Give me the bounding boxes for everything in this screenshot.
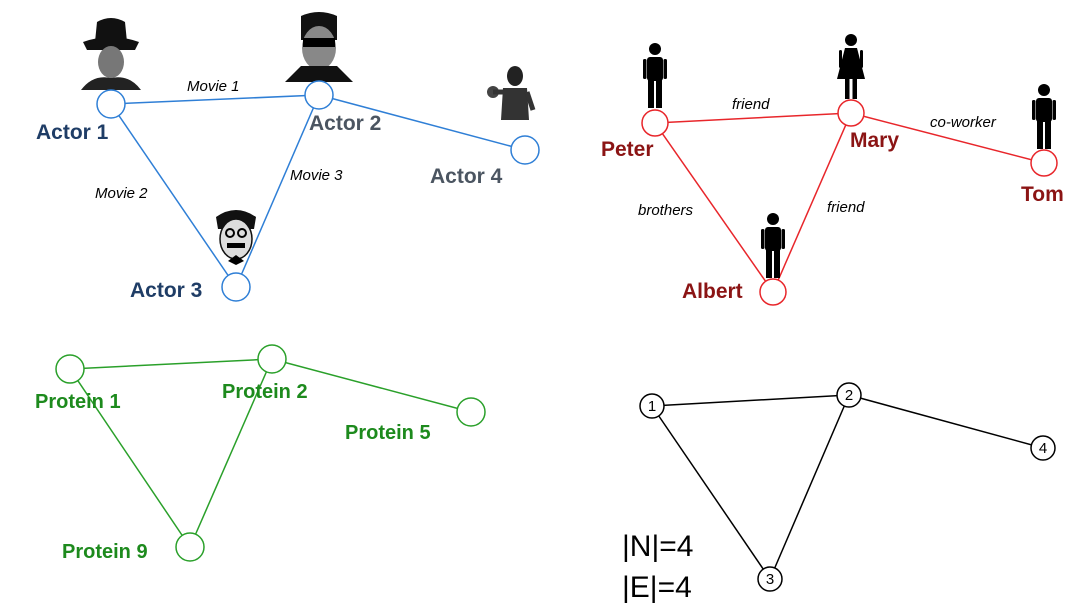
actor-2-portrait [285,12,353,82]
edge-p1-p9 [69,368,191,548]
node-2 [836,382,862,408]
node-actor-4 [510,135,540,165]
label-actor-3: Actor 3 [130,279,202,302]
peter-person-icon [643,43,667,108]
node-protein-2 [257,344,287,374]
label-actor-4: Actor 4 [430,165,503,188]
actor-1-portrait [81,18,141,90]
albert-person-icon [761,213,785,278]
edge-actor2-actor4 [318,94,526,151]
edge-1-2 [651,394,850,407]
node-peter [641,109,669,137]
tom-person-icon [1032,84,1056,149]
node-protein-9 [175,532,205,562]
social-network: Peter Mary Albert Tom friend co-worker b… [601,34,1064,306]
node-1 [639,393,665,419]
node-tom [1030,149,1058,177]
label-movie-3: Movie 3 [290,167,343,184]
node-count: |N|=4 [622,530,693,563]
protein-network: Protein 1 Protein 2 Protein 5 Protein 9 [35,344,486,563]
abstract-graph: 1 2 3 4 |N|=4 |E|=4 [622,382,1056,604]
node-protein-1 [55,354,85,384]
label-edge-friend-1: friend [732,96,770,113]
node-1-number: 1 [648,398,656,415]
edge-p1-p2 [69,358,273,370]
edge-movie-3 [235,94,320,288]
node-protein-5 [456,397,486,427]
node-actor-1 [96,89,126,119]
label-tom: Tom [1021,183,1064,206]
edge-p2-p9 [189,358,273,548]
label-peter: Peter [601,138,654,161]
edge-1-3 [651,405,771,580]
edge-p2-p5 [271,358,472,413]
label-edge-co-worker: co-worker [930,114,997,131]
edge-2-3 [769,394,850,580]
node-albert [759,278,787,306]
label-protein-2: Protein 2 [222,381,308,403]
label-actor-1: Actor 1 [36,121,109,144]
actor-4-portrait [487,66,536,120]
label-mary: Mary [850,129,899,152]
edge-peter-albert [654,122,774,293]
node-4-number: 4 [1039,440,1047,457]
node-actor-2 [304,80,334,110]
edge-mary-albert [772,112,852,293]
label-movie-1: Movie 1 [187,78,240,95]
node-2-number: 2 [845,387,853,404]
actor-network: Actor 1 Actor 2 Actor 3 Actor 4 Movie 1 … [36,12,540,302]
node-3 [757,566,783,592]
edge-peter-mary [654,112,852,124]
edge-mary-tom [850,112,1045,164]
label-edge-brothers: brothers [638,202,694,219]
label-albert: Albert [682,280,743,303]
edge-movie-1 [110,94,320,105]
edge-2-4 [848,394,1044,449]
node-4 [1030,435,1056,461]
label-actor-2: Actor 2 [309,112,381,135]
node-mary [837,99,865,127]
node-actor-3 [221,272,251,302]
label-protein-9: Protein 9 [62,541,148,563]
edge-movie-2 [110,103,237,288]
label-protein-1: Protein 1 [35,391,121,413]
mary-person-icon [837,34,865,99]
label-protein-5: Protein 5 [345,422,431,444]
actor-3-portrait [216,210,256,265]
label-movie-2: Movie 2 [95,185,148,202]
edge-count: |E|=4 [622,571,692,604]
label-edge-friend-2: friend [827,199,865,216]
node-3-number: 3 [766,571,774,588]
